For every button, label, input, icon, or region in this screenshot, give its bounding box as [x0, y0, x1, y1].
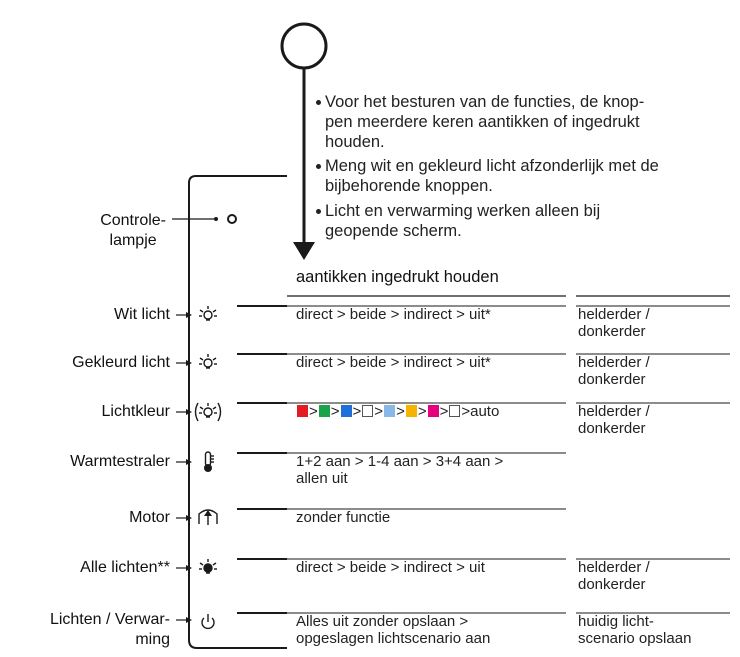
row-label-7: Lichten / Verwar- ming	[49, 611, 170, 648]
sequence-separator: >	[374, 403, 384, 420]
awning-arrow-head	[204, 510, 212, 516]
control-lamp-icon	[227, 214, 237, 224]
note-2: Meng wit en gekleurd licht afzonderlijk …	[316, 156, 659, 196]
bulb-ray	[199, 406, 204, 410]
bracket-left	[194, 402, 199, 422]
sequence-separator: >	[439, 403, 449, 420]
light-bulb-rays-icon	[199, 306, 217, 321]
row-arrow-head	[186, 409, 192, 415]
row-label-1: Wit licht	[114, 306, 170, 323]
row-hold-1: helderder / donkerder	[578, 306, 650, 340]
row-arrow-head	[186, 515, 192, 521]
swatch-white	[449, 405, 461, 417]
power-icon	[201, 614, 215, 630]
sequence-separator: >	[309, 403, 318, 420]
sequence-separator: >	[330, 403, 340, 420]
motor-awning-icon	[198, 509, 218, 525]
thermo-bulb	[204, 464, 212, 472]
power-arc	[201, 617, 215, 630]
row-arrow-head	[186, 459, 192, 465]
thermometer-icon	[204, 451, 214, 472]
row-hold-3: helderder / donkerder	[578, 403, 650, 437]
control-lamp-label: Controle- lampje	[100, 212, 166, 249]
bulb-glass	[203, 563, 213, 573]
row-tap-5: zonder functie	[296, 509, 391, 526]
bulb-ray	[212, 406, 217, 410]
header-hold: ingedrukt houden	[371, 268, 499, 286]
row-arrow-head	[186, 312, 192, 318]
swatch-green	[318, 405, 330, 417]
row-arrow-head	[186, 565, 192, 571]
column-headers: aantikken ingedrukt houden	[296, 268, 499, 287]
light-bulb-filled-icon	[199, 559, 217, 574]
light-bulb-rays-icon	[199, 354, 217, 369]
row-arrow-head	[186, 360, 192, 366]
row-label-2: Gekleurd licht	[72, 354, 170, 371]
sequence-separator: >	[417, 403, 427, 420]
row-tap-2: direct > beide > indirect > uit*	[296, 354, 491, 371]
sequence-separator: >	[352, 403, 362, 420]
sequence-separator: >	[396, 403, 405, 420]
swatch-yellow	[405, 405, 417, 417]
control-lamp-dot	[214, 217, 218, 221]
bulb-ray	[212, 562, 217, 566]
row-tap-1: direct > beide > indirect > uit*	[296, 306, 491, 323]
arrow-head	[293, 242, 315, 260]
thermo-tube	[204, 451, 212, 467]
row-tap-4: 1+2 aan > 1-4 aan > 3+4 aan > allen uit	[296, 453, 504, 487]
row-hold-2: helderder / donkerder	[578, 354, 650, 388]
bulb-ray	[199, 562, 204, 566]
row-tap-3: >>>>>>>>auto	[296, 403, 499, 420]
swatch-magenta	[427, 405, 439, 417]
bracket-right	[217, 402, 222, 422]
bulb-glass	[203, 358, 213, 368]
swatch-red	[297, 405, 308, 417]
row-label-5: Motor	[129, 509, 170, 526]
header-tap: aantikken	[296, 268, 367, 286]
swatch-light-blue	[384, 405, 396, 417]
row-hold-6: helderder / donkerder	[578, 559, 650, 593]
bulb-ray	[212, 357, 217, 361]
swatch-white	[362, 405, 374, 417]
sequence-end: auto	[470, 403, 500, 420]
light-bulb-color-icon	[194, 402, 222, 422]
display-circle	[280, 22, 328, 70]
row-arrow-head	[186, 617, 192, 623]
bulb-glass	[203, 407, 213, 417]
row-hold-7: huidig licht- scenario opslaan	[578, 613, 692, 647]
note-1: Voor het besturen van de functies, de kn…	[316, 92, 644, 152]
sequence-separator: >	[461, 403, 471, 420]
row-tap-7: Alles uit zonder opslaan > opgeslagen li…	[296, 613, 491, 647]
note-3: Licht en verwarming werken alleen bij ge…	[316, 201, 600, 241]
bulb-ray	[199, 357, 204, 361]
bulb-ray	[212, 309, 217, 313]
row-tap-6: direct > beide > indirect > uit	[296, 559, 485, 576]
row-lines	[176, 295, 730, 630]
bulb-glass	[203, 310, 213, 320]
row-label-6: Alle lichten**	[80, 559, 170, 576]
swatch-blue	[340, 405, 352, 417]
row-label-4: Warmtestraler	[70, 453, 170, 470]
row-label-3: Lichtkleur	[101, 403, 170, 420]
bulb-ray	[199, 309, 204, 313]
